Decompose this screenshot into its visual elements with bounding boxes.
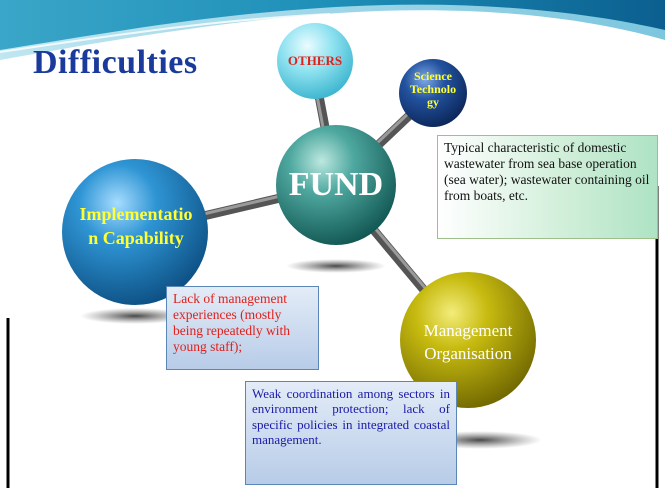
implementation-label-line1: Implementatio: [79, 204, 193, 224]
science-description-box: Typical characteristic of domestic waste…: [437, 135, 658, 239]
management-label-line1: Management: [423, 321, 513, 340]
others-sphere: [277, 23, 353, 99]
fund-sphere: [276, 125, 396, 245]
header-wave: [0, 0, 665, 50]
slide-title: Difficulties: [33, 44, 198, 81]
science-label-line2: Technolo: [409, 82, 457, 97]
science-sphere: [399, 59, 467, 127]
fund-label: FUND: [288, 166, 384, 203]
implementation-label-line2: n Capability: [88, 227, 184, 248]
implementation-label: Implementatio n Capability: [66, 204, 206, 249]
science-label: Science Technolo gy: [399, 69, 467, 110]
management-sphere: [400, 272, 536, 408]
management-description-box: Weak coordination among sectors in envir…: [245, 381, 457, 485]
implementation-description-box: Lack of management experiences (mostly b…: [166, 286, 319, 370]
others-label: OTHERS: [287, 53, 343, 68]
science-label-line1: Science: [414, 69, 452, 83]
implementation-sphere: [62, 159, 208, 305]
management-label: Management Organisation: [400, 321, 536, 363]
science-label-line3: gy: [427, 95, 439, 110]
management-label-line2: Organisation: [424, 343, 512, 363]
implementation-shadow: [80, 308, 190, 324]
fund-shadow: [286, 259, 386, 273]
